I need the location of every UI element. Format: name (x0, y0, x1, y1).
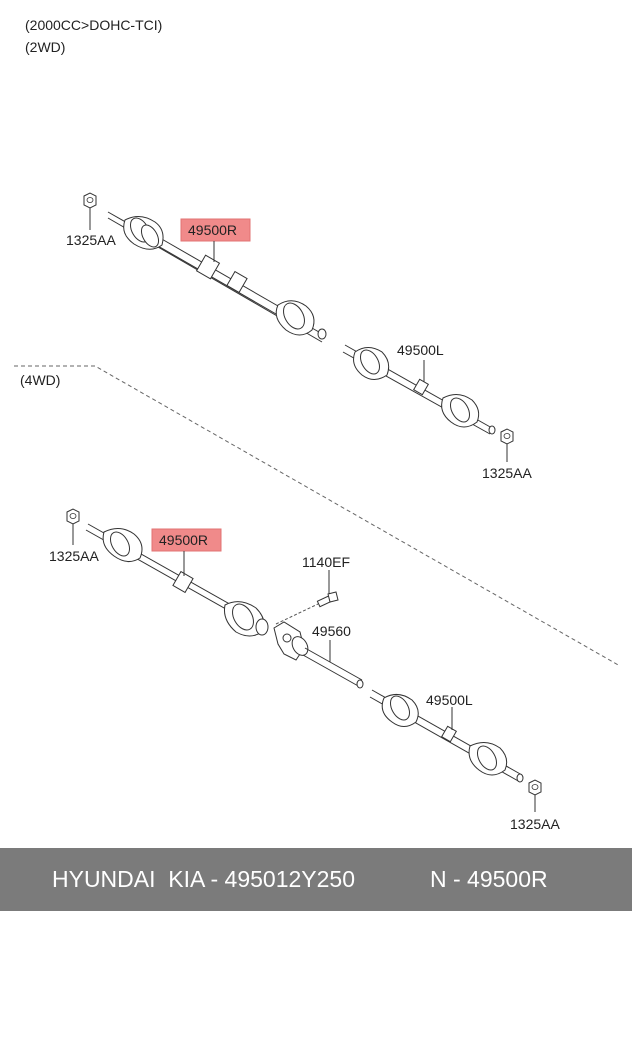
nut-2wd-bottom (500, 428, 514, 445)
parts-diagram: (2000CC>DOHC-TCI) (2WD) 1325AA 49500R (14, 17, 621, 832)
callout-1325aa-4wd-bottom: 1325AA (510, 816, 560, 832)
drive-shaft-4wd-left (369, 689, 524, 783)
callout-49500l-2wd: 49500L (397, 342, 444, 358)
highlight-49500r-2wd (180, 218, 251, 242)
drive-shaft-4wd-right (85, 523, 269, 637)
callout-1325aa-2wd-bottom: 1325AA (482, 465, 532, 481)
nut-2wd-top (83, 192, 97, 209)
engine-spec-label: (2000CC>DOHC-TCI) (25, 17, 162, 33)
nut-4wd-bottom (528, 779, 542, 796)
bolt-guide-line (275, 603, 319, 625)
part-number-footer: HYUNDAI KIA - 495012Y250 N - 49500R (0, 848, 632, 911)
drive-4wd-label: (4WD) (20, 372, 60, 388)
footer-brand-part: HYUNDAI KIA - 495012Y250 (52, 866, 355, 892)
callout-49560: 49560 (312, 623, 351, 639)
callout-1325aa-2wd-top: 1325AA (66, 232, 116, 248)
footer-reference: N - 49500R (430, 866, 548, 892)
callout-49500r-4wd: 49500R (159, 532, 208, 548)
callout-1140ef: 1140EF (302, 554, 350, 570)
drive-2wd-label: (2WD) (25, 39, 65, 55)
callout-49500r-2wd: 49500R (188, 222, 237, 238)
intermediate-shaft-49560 (273, 621, 364, 689)
bolt-1140ef (316, 591, 339, 608)
nut-4wd-top (66, 508, 80, 525)
drive-shaft-2wd-right (107, 211, 327, 343)
callout-49500l-4wd: 49500L (426, 692, 473, 708)
highlight-49500r-4wd (151, 528, 222, 552)
callout-1325aa-4wd-top: 1325AA (49, 548, 99, 564)
section-divider-dashed (14, 365, 621, 667)
drive-shaft-2wd-left (342, 344, 496, 435)
